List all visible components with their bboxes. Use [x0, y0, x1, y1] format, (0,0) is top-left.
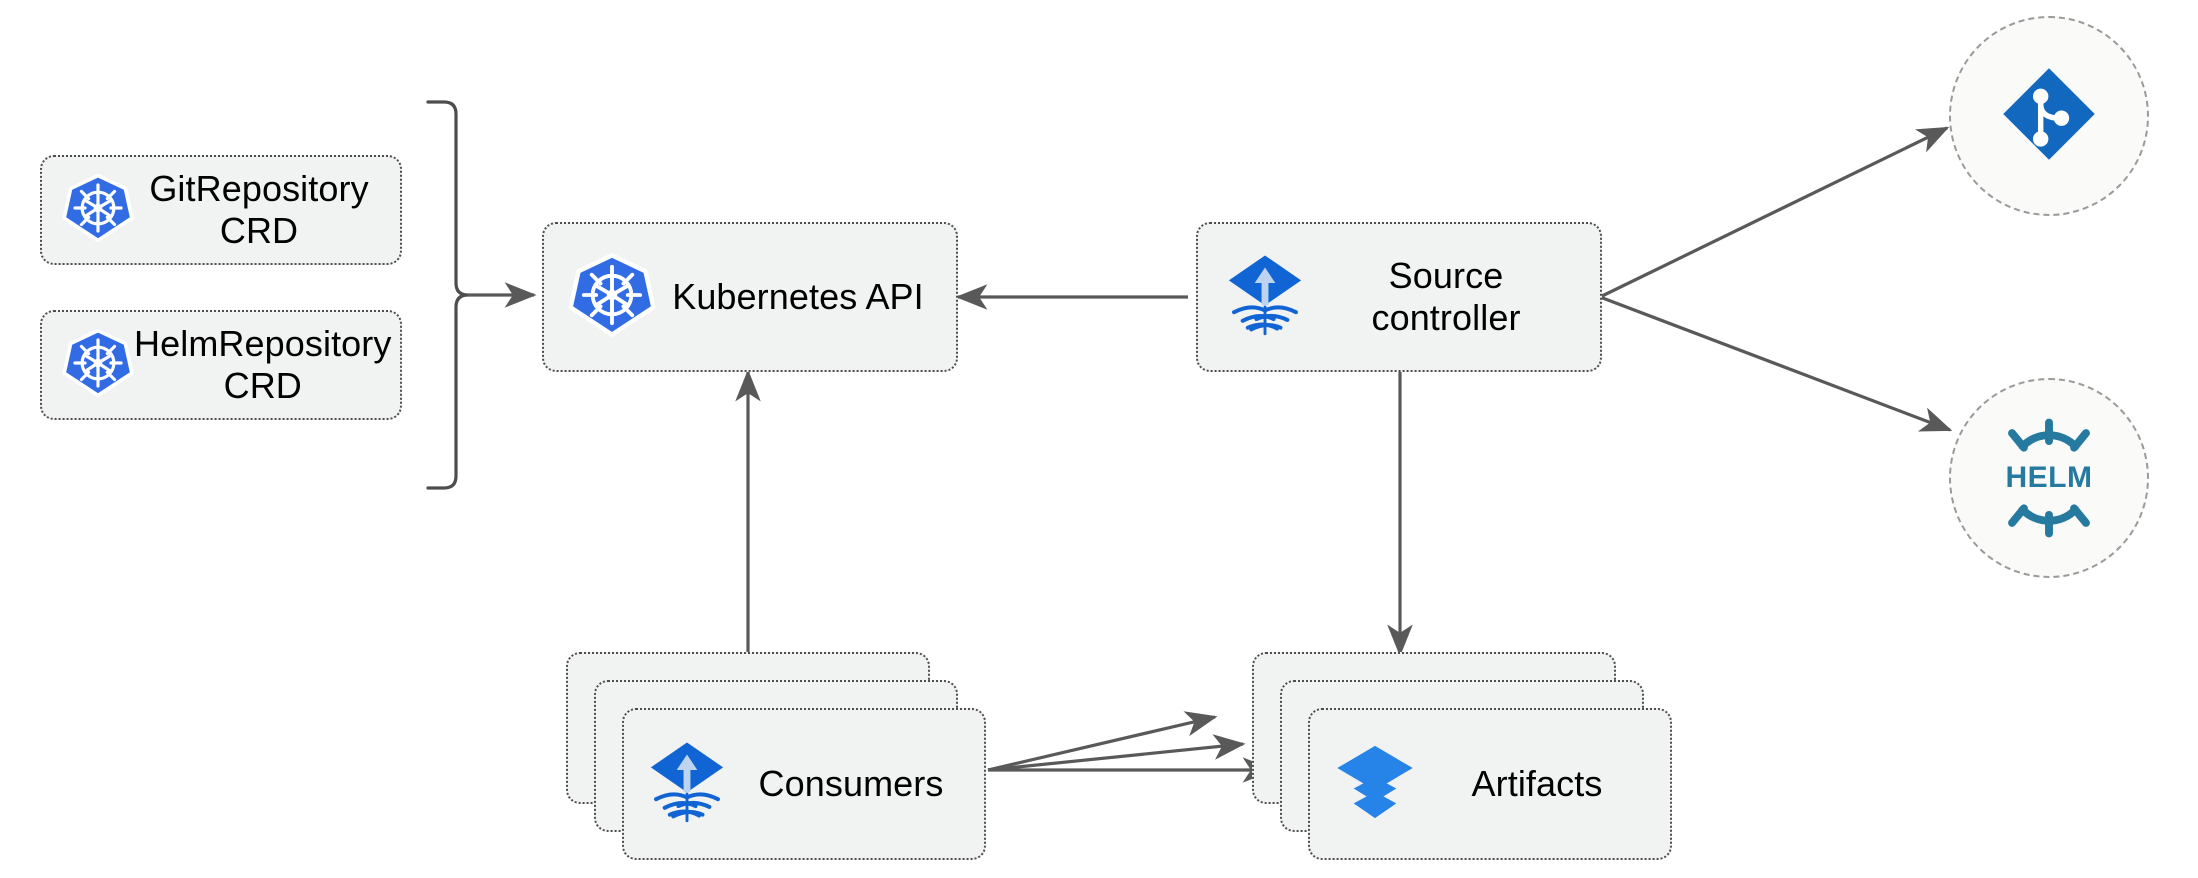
- node-label-artifacts: Artifacts: [1471, 762, 1603, 804]
- node-git-repository-crd[interactable]: GitRepository CRD: [40, 155, 402, 265]
- helm-icon: HELM: [1983, 412, 2115, 544]
- node-kubernetes-api[interactable]: Kubernetes API: [542, 222, 958, 372]
- crd-group-bracket: [426, 100, 470, 490]
- node-label-consumers: Consumers: [758, 762, 944, 804]
- node-git-source[interactable]: [1949, 16, 2149, 216]
- flux-icon: [1222, 252, 1308, 343]
- node-label-kubernetes-api: Kubernetes API: [672, 275, 924, 317]
- edge-source-controller-to-helm: [1599, 295, 1953, 432]
- node-artifacts[interactable]: Artifacts: [1308, 708, 1672, 860]
- kubernetes-icon: [62, 327, 134, 404]
- kubernetes-icon: [568, 251, 656, 344]
- git-icon: [1997, 62, 2101, 171]
- node-artifacts-stack: Artifacts: [1252, 652, 1672, 864]
- node-label-helm-repository-crd: HelmRepository CRD: [134, 322, 392, 406]
- node-label-source-controller: Source controller: [1371, 254, 1521, 338]
- layers-icon: [1334, 741, 1416, 828]
- edge-consumers-to-artifacts-2: [987, 734, 1246, 772]
- edge-consumers-to-artifacts-1: [987, 711, 1218, 772]
- node-source-controller[interactable]: Source controller: [1196, 222, 1602, 372]
- kubernetes-icon: [62, 172, 134, 249]
- node-helm-source[interactable]: HELM: [1949, 378, 2149, 578]
- helm-wordmark: HELM: [2005, 461, 2093, 494]
- flux-icon: [644, 739, 730, 830]
- node-consumers-stack: Consumers: [566, 652, 986, 864]
- node-label-git-repository-crd: GitRepository CRD: [149, 167, 369, 251]
- node-helm-repository-crd[interactable]: HelmRepository CRD: [40, 310, 402, 420]
- node-consumers[interactable]: Consumers: [622, 708, 986, 860]
- edge-source-controller-to-git: [1599, 126, 1950, 299]
